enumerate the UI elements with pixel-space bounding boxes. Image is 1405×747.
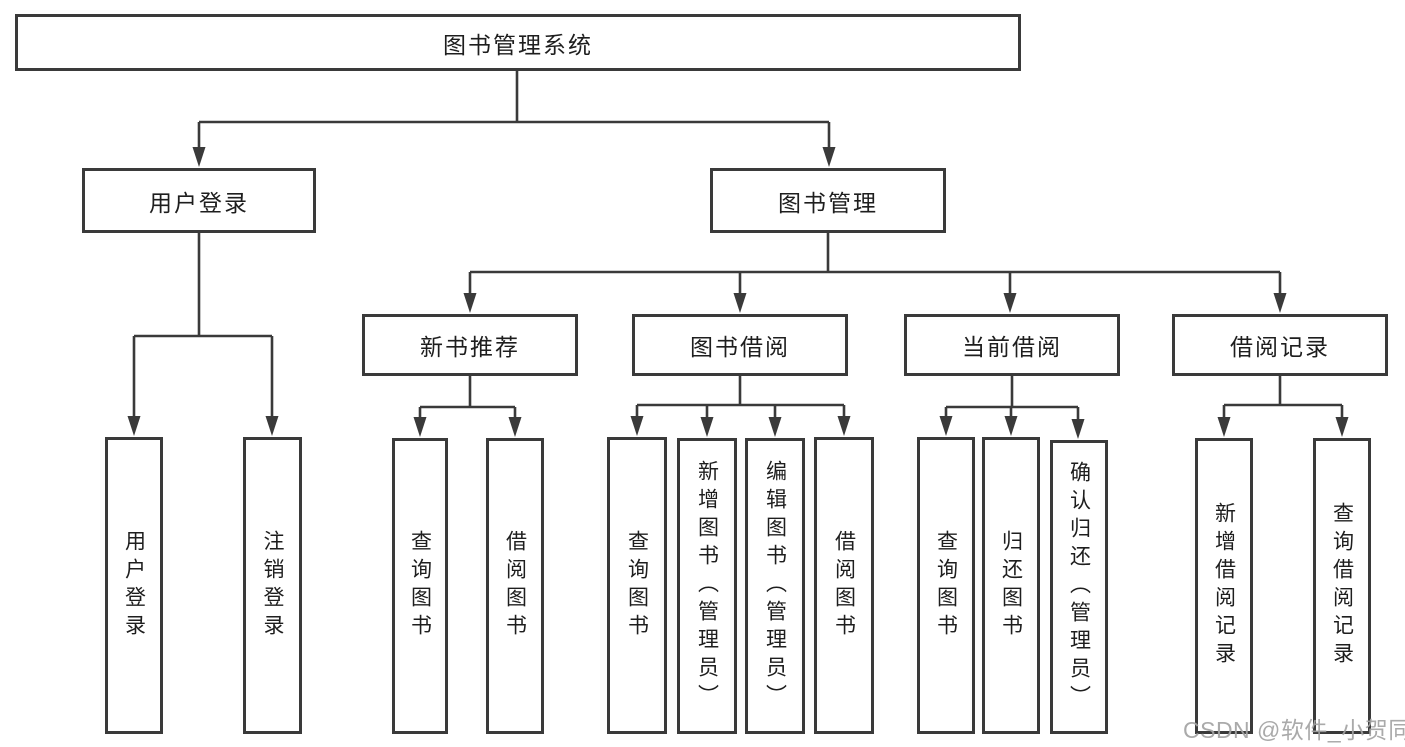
node-label: 新增图书（管理员）: [695, 460, 719, 712]
arrowheads: [127, 147, 1349, 439]
node-logout-action: 注销登录: [243, 437, 302, 734]
node-label: 借阅图书: [832, 529, 856, 642]
node-cb-confirm-return-admin: 确认归还（管理员）: [1050, 440, 1108, 734]
node-label: 查询图书: [625, 529, 649, 642]
node-bb-add-books-admin: 新增图书（管理员）: [677, 438, 737, 734]
node-label: 用户登录: [122, 529, 146, 642]
arrow-down-icon: [463, 293, 477, 313]
node-bb-borrow-books: 借阅图书: [814, 437, 874, 734]
node-label: 新增借阅记录: [1212, 502, 1236, 670]
arrow-down-icon: [939, 416, 953, 436]
node-label: 借阅图书: [503, 530, 527, 642]
node-root: 图书管理系统: [15, 14, 1021, 71]
arrow-down-icon: [413, 417, 427, 437]
arrow-down-icon: [733, 293, 747, 313]
edges-root: [197, 71, 831, 152]
arrow-down-icon: [1003, 293, 1017, 313]
arrow-down-icon: [508, 417, 522, 437]
node-label: 注销登录: [261, 529, 284, 642]
arrow-down-icon: [700, 417, 714, 437]
arrow-down-icon: [1004, 416, 1018, 436]
arrow-down-icon: [768, 417, 782, 437]
node-label: 查询图书: [934, 529, 958, 642]
node-label: 查询借阅记录: [1330, 502, 1354, 670]
node-book-borrowing: 图书借阅: [632, 314, 848, 376]
arrow-down-icon: [265, 416, 279, 436]
node-label: 归还图书: [999, 529, 1023, 642]
node-current-borrowing: 当前借阅: [904, 314, 1120, 376]
node-bb-edit-books-admin: 编辑图书（管理员）: [745, 438, 805, 734]
node-cb-return-books: 归还图书: [982, 437, 1040, 734]
edges-user-login: [132, 233, 274, 421]
node-br-add-borrow-record: 新增借阅记录: [1195, 438, 1253, 734]
arrow-down-icon: [127, 416, 141, 436]
node-label: 编辑图书（管理员）: [763, 460, 787, 712]
node-book-management: 图书管理: [710, 168, 946, 233]
edges-book-management: [468, 233, 1282, 298]
watermark: CSDN @软件_小贺同学: [1183, 717, 1405, 743]
node-label: 确认归还（管理员）: [1067, 461, 1091, 713]
node-new-book-recommendation: 新书推荐: [362, 314, 578, 376]
arrow-down-icon: [1335, 417, 1349, 437]
arrow-down-icon: [1071, 419, 1085, 439]
node-user-login: 用户登录: [82, 168, 316, 233]
arrow-down-icon: [1273, 293, 1287, 313]
node-cb-query-books: 查询图书: [917, 437, 975, 734]
node-br-query-borrow-record: 查询借阅记录: [1313, 438, 1371, 734]
arrow-down-icon: [822, 147, 836, 167]
edges-book-borrowing: [635, 376, 846, 422]
node-bb-query-books: 查询图书: [607, 437, 667, 734]
arrow-down-icon: [837, 416, 851, 436]
edges-borrowing-records: [1222, 376, 1344, 422]
arrow-down-icon: [630, 416, 644, 436]
node-label: 查询图书: [408, 530, 432, 642]
node-nbr-borrow-books: 借阅图书: [486, 438, 544, 734]
node-user-login-action: 用户登录: [105, 437, 163, 734]
arrow-down-icon: [1217, 417, 1231, 437]
edges-new-book-recommendation: [418, 376, 517, 422]
node-borrowing-records: 借阅记录: [1172, 314, 1388, 376]
arrow-down-icon: [192, 147, 206, 167]
node-nbr-query-books: 查询图书: [392, 438, 448, 734]
edges-current-borrowing: [944, 376, 1080, 424]
